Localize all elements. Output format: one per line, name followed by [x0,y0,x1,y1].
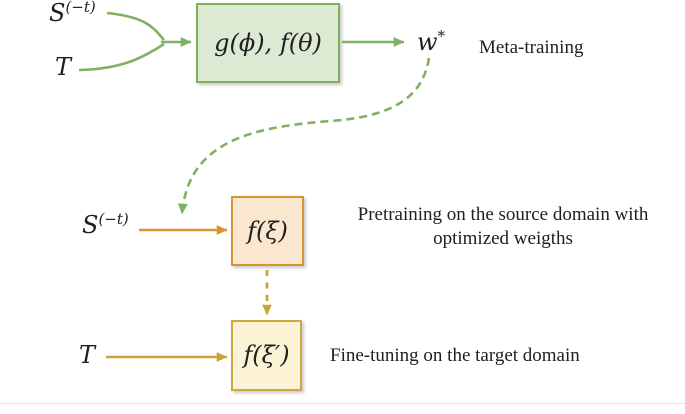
meta-model-box: g(ϕ), f(θ) [196,3,340,83]
meta-caption: Meta-training [479,37,584,58]
pretrain-caption-line2: optimized weigths [433,228,573,249]
finetune-target-label: T [79,341,96,369]
finetune-model-box-label: f(ξ′) [243,341,290,370]
meta-support-label: S(−t) [49,0,96,27]
page-divider [0,403,685,404]
pretrain-support-label: S(−t) [82,210,129,239]
weights-transfer-dashed-arrow [178,57,431,215]
pretrain-caption: Pretraining on the source domain with op… [333,203,673,251]
meta-model-box-label: g(ϕ), f(θ) [214,28,322,57]
support-merge-curve [106,11,165,41]
optimal-weights-label: w* [417,27,446,56]
pretrain-model-box: f(ξ) [231,196,304,266]
target-merge-curve [78,42,165,72]
meta-target-label: T [55,53,72,81]
pretrain-caption-line1: Pretraining on the source domain with [357,204,649,225]
finetune-caption: Fine-tuning on the target domain [330,345,580,366]
pretrain-model-box-label: f(ξ) [247,216,288,245]
finetune-model-box: f(ξ′) [231,320,302,391]
